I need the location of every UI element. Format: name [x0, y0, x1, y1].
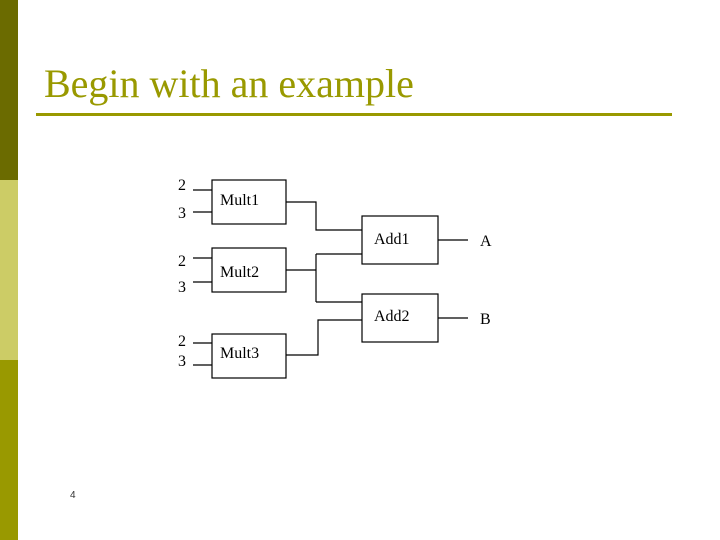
sidebar-stripe	[0, 0, 18, 540]
input-value: 2	[178, 253, 186, 270]
sidebar-segment-bottom	[0, 360, 18, 540]
slide-title: Begin with an example	[44, 61, 414, 106]
wire-mult1-add1	[286, 201, 362, 231]
add1-label: Add1	[374, 231, 410, 248]
slide-number: 4	[70, 490, 76, 501]
title-underline	[36, 113, 672, 116]
mult3-label: Mult3	[220, 345, 259, 362]
add2-label: Add2	[374, 308, 410, 325]
output-b-label: B	[480, 311, 491, 328]
input-value: 2	[178, 177, 186, 194]
input-value: 3	[178, 279, 186, 296]
input-value: 2	[178, 333, 186, 350]
mult3-box	[211, 333, 287, 379]
sidebar-segment-top	[0, 0, 18, 180]
input-value: 3	[178, 353, 186, 370]
output-a-label: A	[480, 233, 492, 250]
mult1-label: Mult1	[220, 192, 259, 209]
sidebar-segment-middle	[0, 180, 18, 360]
input-value: 3	[178, 205, 186, 222]
wire-mult3-add2	[286, 319, 362, 356]
mult2-label: Mult2	[220, 264, 259, 281]
